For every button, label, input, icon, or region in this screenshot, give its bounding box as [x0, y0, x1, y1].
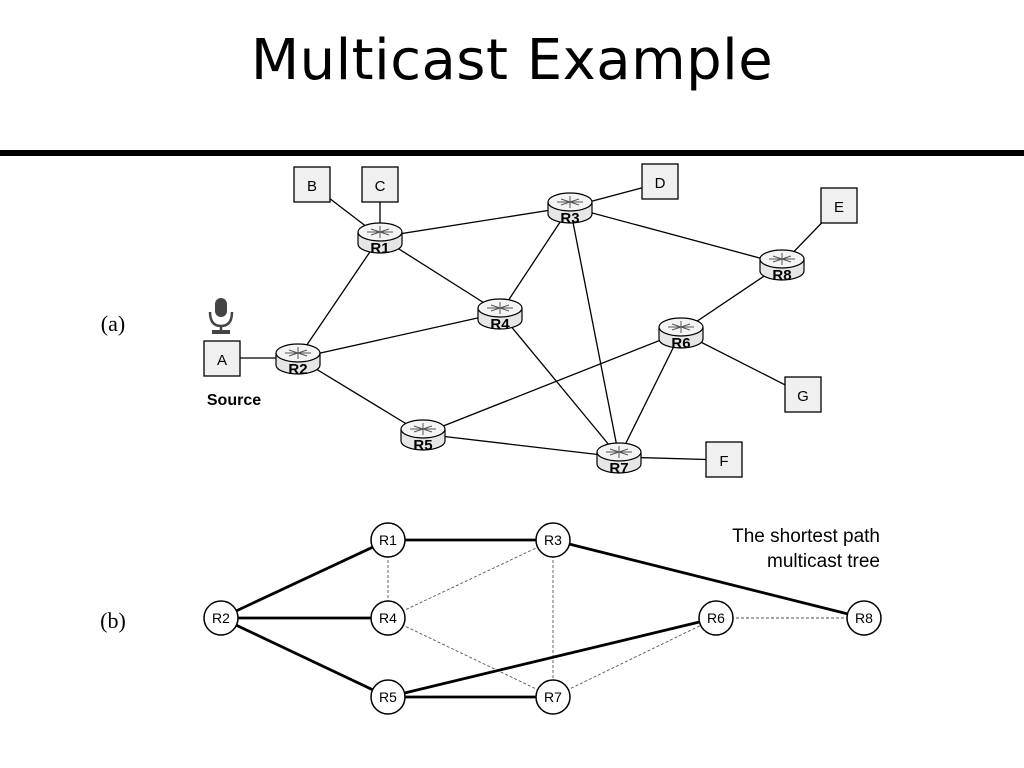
tree-caption-line-2: multicast tree: [767, 551, 880, 572]
svg-text:A: A: [217, 352, 227, 369]
tree-link-r5-r6: [387, 616, 717, 699]
router-r2: R2: [275, 343, 321, 378]
microphone-icon: [208, 298, 234, 334]
dashed-link-r4-r7: [387, 617, 554, 698]
host-a: A: [203, 340, 241, 377]
link-r2-r5: [297, 357, 424, 435]
panel-b-label: (b): [100, 608, 126, 633]
svg-text:D: D: [655, 175, 666, 192]
svg-text:R4: R4: [379, 610, 397, 626]
tree-links: [220, 538, 865, 699]
svg-text:R1: R1: [379, 532, 397, 548]
svg-text:R6: R6: [671, 335, 690, 352]
svg-text:R2: R2: [288, 361, 307, 378]
link-r1-r3: [379, 206, 571, 238]
svg-text:G: G: [797, 388, 809, 405]
tree-node-r2: R2: [203, 600, 239, 636]
host-d: D: [641, 163, 679, 200]
link-r6-r7: [618, 331, 682, 458]
router-r7: R7: [596, 442, 642, 477]
svg-text:R7: R7: [609, 460, 628, 477]
link-r3-r7: [569, 206, 620, 458]
panel-a: B C D E A G F: [101, 163, 858, 478]
tree-node-r5: R5: [370, 679, 406, 715]
tree-node-r3: R3: [535, 522, 571, 558]
router-r1: R1: [357, 222, 403, 257]
tree-caption-line-1: The shortest path: [732, 526, 880, 547]
link-r5-r7: [422, 433, 620, 458]
dashed-link-r7-r6: [552, 617, 717, 698]
router-r5: R5: [400, 419, 446, 454]
router-r6: R6: [658, 317, 704, 352]
panel-a-links: [222, 182, 839, 461]
svg-text:R5: R5: [413, 437, 432, 454]
host-c: C: [361, 166, 399, 203]
svg-text:R8: R8: [855, 610, 873, 626]
host-g: G: [784, 376, 822, 413]
slide-title: Multicast Example: [250, 28, 774, 93]
link-r1-r4: [379, 236, 501, 314]
svg-text:R3: R3: [544, 532, 562, 548]
link-r2-r4: [297, 312, 501, 359]
svg-text:R4: R4: [490, 316, 510, 333]
source-label: Source: [207, 392, 261, 409]
panel-b: (b) R1 R3: [100, 522, 882, 715]
router-r4: R4: [477, 298, 523, 333]
svg-text:R2: R2: [212, 610, 230, 626]
tree-node-r6: R6: [698, 600, 734, 636]
svg-text:C: C: [375, 178, 386, 195]
svg-text:E: E: [834, 199, 844, 216]
svg-text:R6: R6: [707, 610, 725, 626]
tree-link-r3-r8: [552, 538, 865, 620]
tree-link-r2-r1: [220, 538, 389, 620]
host-e: E: [820, 187, 858, 224]
tree-node-r4: R4: [370, 600, 406, 636]
tree-link-r2-r5: [220, 616, 389, 699]
svg-text:R7: R7: [544, 689, 562, 705]
link-r1-r2: [297, 236, 381, 359]
link-r3-r4: [499, 206, 571, 314]
svg-text:R8: R8: [772, 267, 791, 284]
router-r3: R3: [547, 192, 593, 227]
title-divider: [0, 150, 1024, 156]
tree-node-r7: R7: [535, 679, 571, 715]
svg-text:F: F: [719, 453, 728, 470]
panel-a-label: (a): [101, 311, 125, 336]
svg-text:R5: R5: [379, 689, 397, 705]
svg-text:R1: R1: [370, 240, 389, 257]
host-b: B: [293, 166, 331, 203]
tree-node-r8: R8: [846, 600, 882, 636]
host-f: F: [705, 441, 743, 478]
router-r8: R8: [759, 249, 805, 284]
tree-node-r1: R1: [370, 522, 406, 558]
svg-text:B: B: [307, 178, 317, 195]
link-r4-r7: [499, 312, 620, 458]
link-r3-r8: [569, 206, 783, 265]
link-r5-r6: [422, 331, 682, 435]
dashed-link-r4-r3: [387, 539, 554, 619]
svg-text:R3: R3: [560, 210, 579, 227]
